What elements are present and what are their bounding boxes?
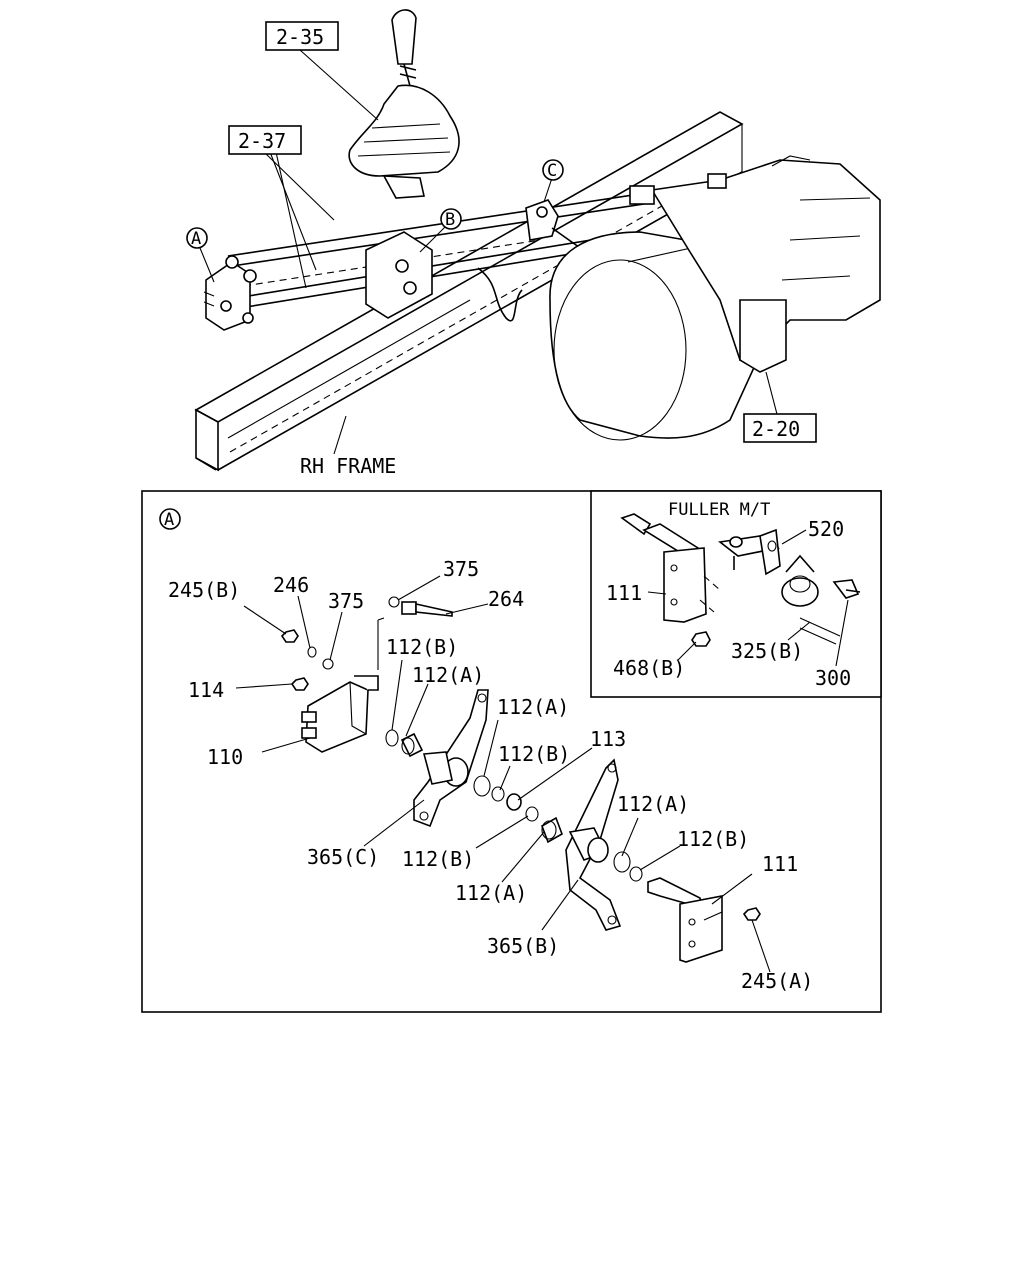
fuller-leaders bbox=[647, 529, 849, 667]
bolt-264 bbox=[401, 601, 453, 617]
transmission-body bbox=[629, 155, 881, 373]
label-112a-4: 112(A) bbox=[455, 881, 527, 905]
label-112a-3: 112(A) bbox=[617, 792, 689, 816]
shift-lever bbox=[348, 9, 460, 199]
clip-bracket-520 bbox=[718, 528, 781, 576]
label-246: 246 bbox=[273, 573, 309, 597]
label-468b: 468(B) bbox=[613, 656, 685, 680]
bushing-112a-2 bbox=[473, 775, 491, 797]
circle-marker-a bbox=[186, 227, 208, 249]
bolt-300 bbox=[832, 579, 861, 599]
circle-label-b: B bbox=[445, 210, 455, 230]
circle-marker-c bbox=[542, 159, 564, 181]
fuller-mt-inset: FULLER M/T bbox=[590, 490, 882, 698]
label-375-top: 375 bbox=[443, 557, 479, 581]
cable-bracket-a bbox=[203, 255, 257, 331]
label-112b-3: 112(B) bbox=[677, 827, 749, 851]
bracket-111-right bbox=[647, 877, 723, 963]
bushing-112a-1 bbox=[400, 732, 424, 758]
label-325b: 325(B) bbox=[731, 639, 803, 663]
circle-label-a: A bbox=[191, 229, 201, 249]
clamp-325b bbox=[781, 554, 819, 607]
bracket-110 bbox=[301, 675, 379, 753]
circle-label-c: C bbox=[547, 161, 557, 181]
label-111-inset: 111 bbox=[606, 581, 642, 605]
top-assembly-view: 2-35 2-37 2-20 A B C RH FRAME bbox=[186, 9, 881, 478]
ref-label-2-20: 2-20 bbox=[752, 417, 800, 441]
ref-label-2-37: 2-37 bbox=[238, 129, 286, 153]
circle-marker-b bbox=[440, 208, 462, 230]
fuller-inset-title: FULLER M/T bbox=[668, 500, 770, 520]
bracket-111-inset bbox=[620, 513, 721, 623]
oring-112b-3 bbox=[525, 806, 539, 822]
ref-label-2-35: 2-35 bbox=[276, 25, 324, 49]
washer-246 bbox=[307, 646, 317, 658]
label-264: 264 bbox=[488, 587, 524, 611]
detail-a-marker-label: A bbox=[164, 510, 174, 530]
washer-375-left bbox=[322, 658, 334, 670]
ref-box-2-20 bbox=[743, 413, 817, 443]
top-leaders bbox=[199, 49, 779, 455]
label-110: 110 bbox=[207, 745, 243, 769]
label-365b: 365(B) bbox=[487, 934, 559, 958]
oring-112b-2 bbox=[491, 786, 505, 802]
detail-a-leaders bbox=[235, 575, 771, 973]
label-365c: 365(C) bbox=[307, 845, 379, 869]
ref-box-2-37 bbox=[228, 125, 302, 155]
label-112b-2: 112(B) bbox=[498, 742, 570, 766]
washer-113 bbox=[506, 793, 522, 811]
detail-a-marker bbox=[159, 508, 181, 530]
frame-label: RH FRAME bbox=[300, 454, 396, 478]
ref-box-2-35 bbox=[265, 21, 339, 51]
nut-468b bbox=[691, 631, 711, 647]
nut-245b bbox=[280, 629, 299, 643]
label-375-left: 375 bbox=[328, 589, 364, 613]
lever-365b bbox=[565, 758, 622, 931]
label-111-right: 111 bbox=[762, 852, 798, 876]
bushing-112a-4 bbox=[613, 851, 631, 873]
label-114: 114 bbox=[188, 678, 224, 702]
oring-112b-4 bbox=[629, 866, 643, 882]
label-112a-1: 112(A) bbox=[412, 663, 484, 687]
label-300: 300 bbox=[815, 666, 851, 690]
cable-bracket-b bbox=[365, 231, 433, 319]
nut-245a bbox=[742, 907, 761, 921]
washer-375-top bbox=[388, 596, 400, 608]
label-245a: 245(A) bbox=[741, 969, 813, 993]
bushing-112a-3 bbox=[541, 816, 563, 844]
lever-365c bbox=[413, 689, 489, 828]
label-520: 520 bbox=[808, 517, 844, 541]
label-112b-4: 112(B) bbox=[402, 847, 474, 871]
label-112a-2: 112(A) bbox=[497, 695, 569, 719]
label-113: 113 bbox=[590, 727, 626, 751]
label-112b-1: 112(B) bbox=[386, 635, 458, 659]
label-245b: 245(B) bbox=[168, 578, 240, 602]
